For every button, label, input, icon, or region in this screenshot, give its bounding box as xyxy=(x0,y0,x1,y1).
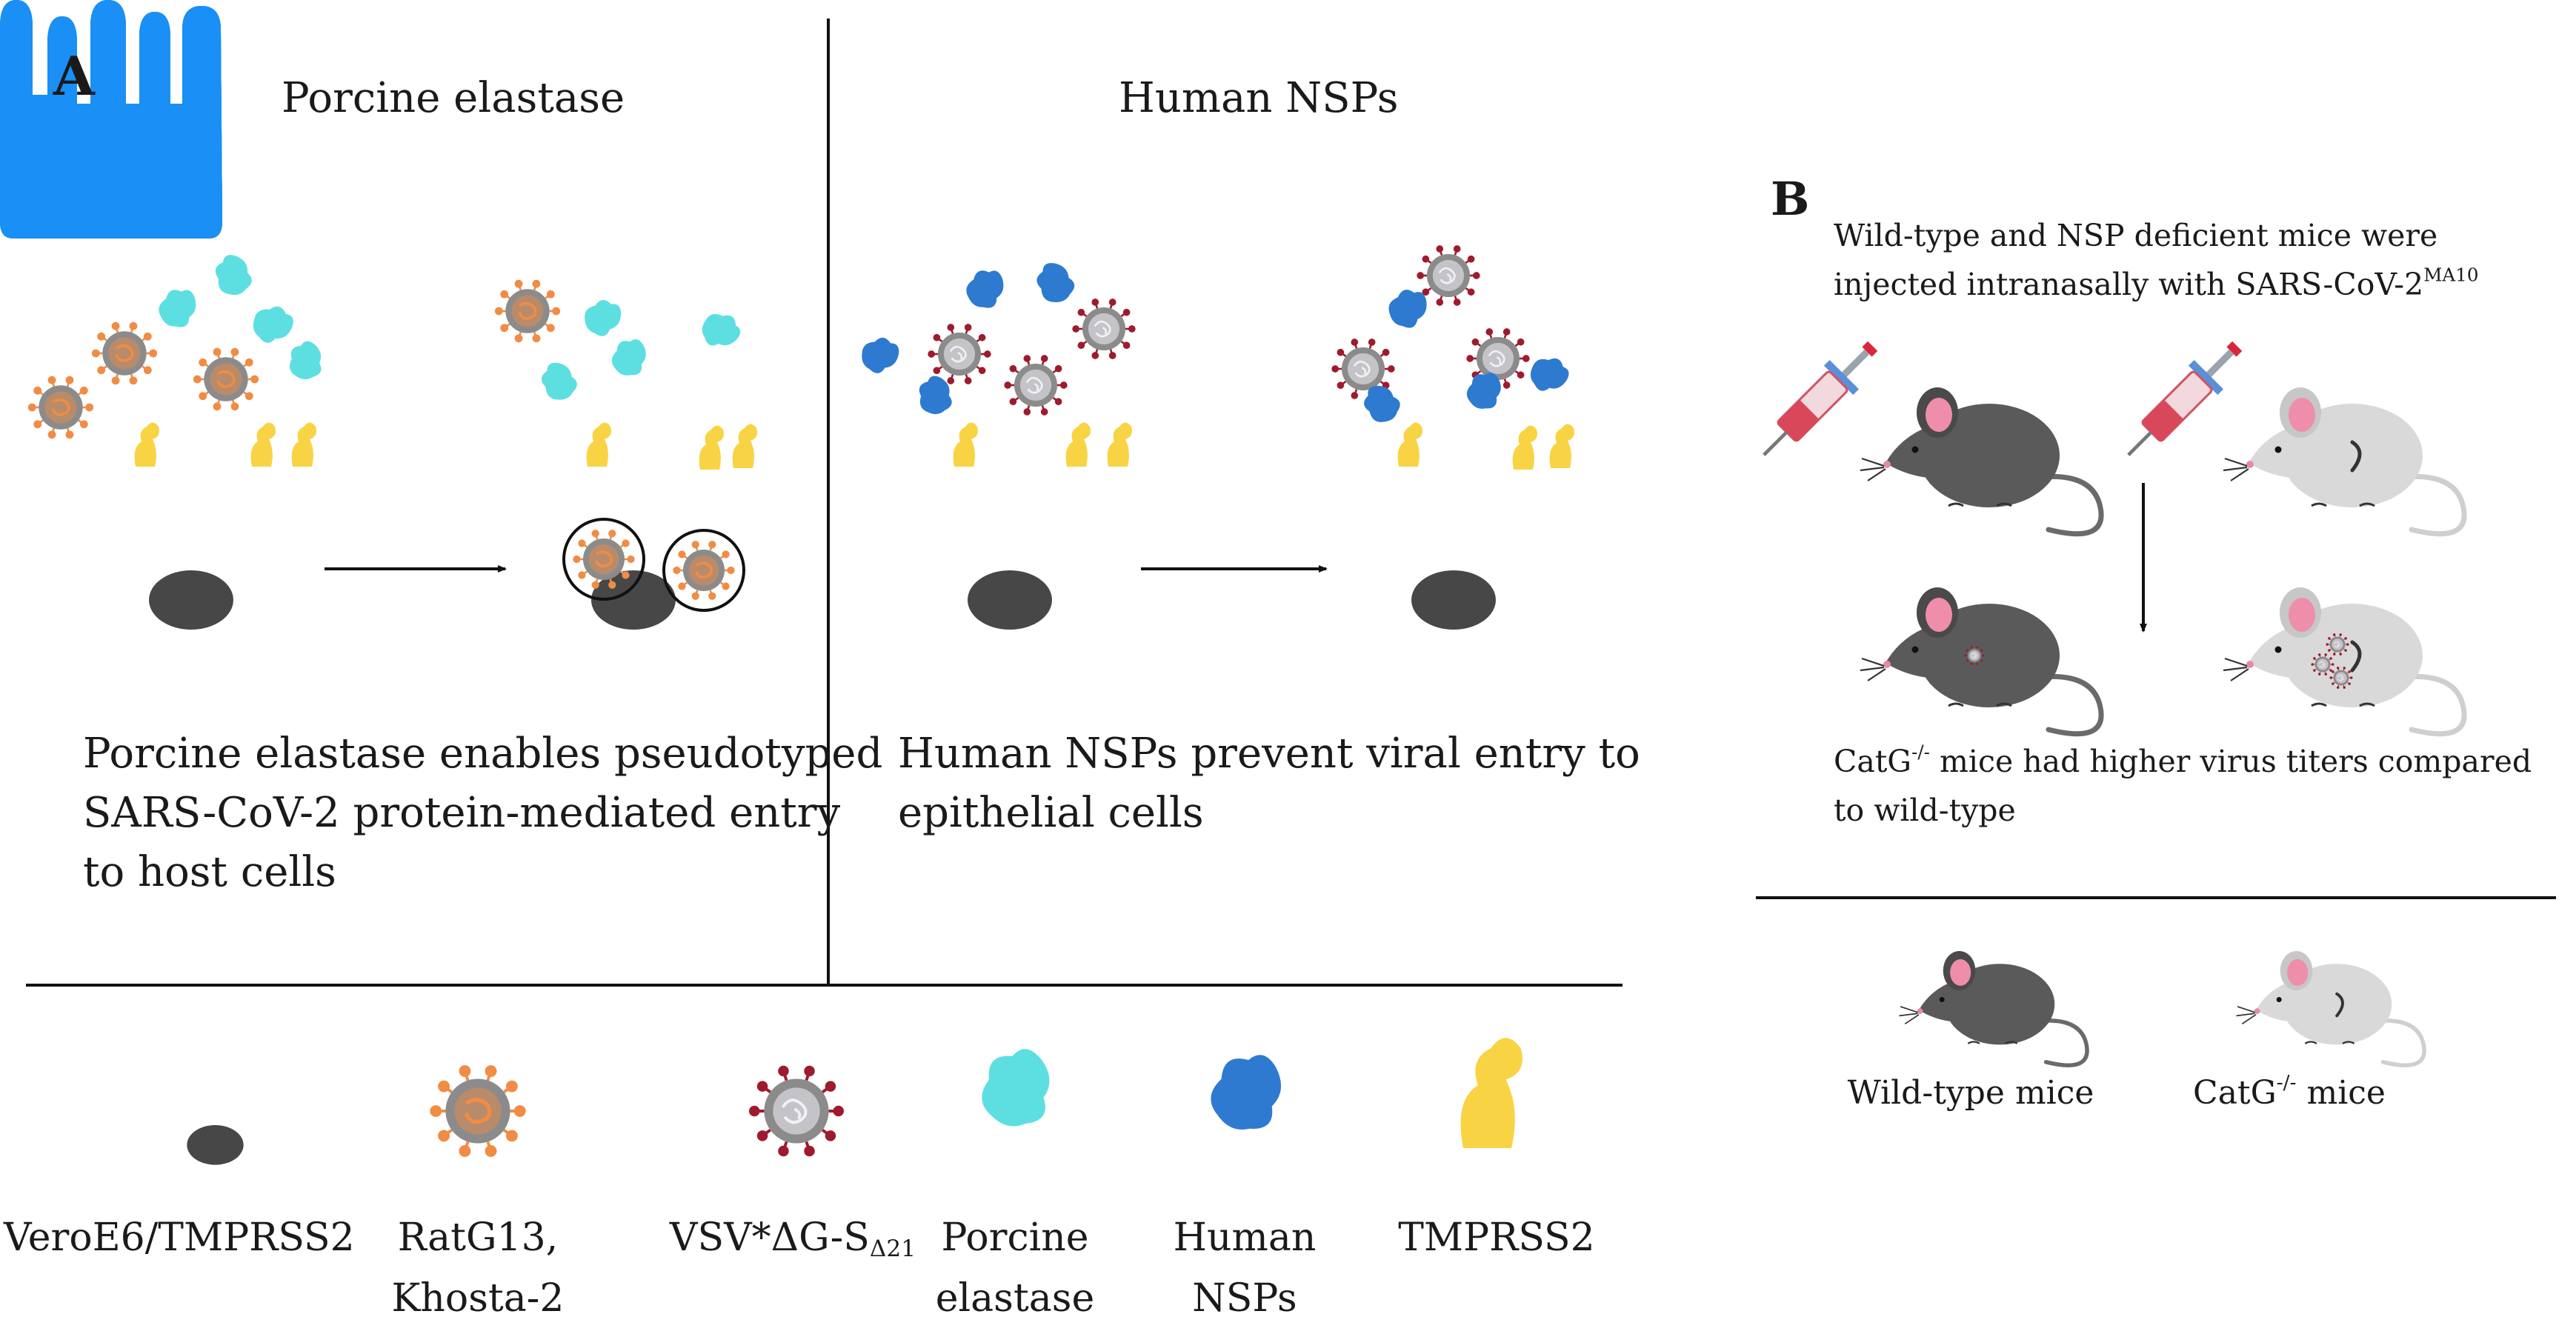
internalized-virus xyxy=(573,530,635,589)
panel-b-result-knockout-sup: -/- xyxy=(1911,741,1930,763)
ma10-superscript: MA10 xyxy=(2423,264,2479,286)
legend-catg-mouse-icon xyxy=(2236,951,2426,1067)
human-nsp-molecule xyxy=(862,337,899,373)
virus-particle xyxy=(1331,338,1395,399)
panel-b-intro-line1: Wild-type and NSP deficient mice were xyxy=(1834,218,2438,253)
syringe-icon-catg xyxy=(2127,341,2243,456)
endosome-right xyxy=(662,529,745,612)
tmprss2-protein xyxy=(699,425,724,470)
panel-b-result: CatG-/- mice had higher virus titers com… xyxy=(1834,737,2532,835)
human-nsp-molecule xyxy=(1388,290,1427,328)
wildtype-mouse-injected xyxy=(1860,387,2104,537)
legend-tmprss2-icon xyxy=(1460,1038,1522,1148)
legend-porcine-elastase-icon xyxy=(982,1049,1050,1127)
legend-vsv-main: VSV*ΔG-S xyxy=(669,1215,870,1260)
virus-particle xyxy=(1004,355,1068,416)
human-nsp-molecule xyxy=(1036,263,1075,302)
virus-particle xyxy=(193,347,259,411)
legend-tmprss2-label: TMPRSS2 xyxy=(1398,1215,1595,1260)
endosome-left xyxy=(562,518,645,601)
panel-b-letter: B xyxy=(1771,172,1810,226)
human-nsp-molecule xyxy=(1530,358,1569,391)
virus-particle xyxy=(494,279,561,343)
panel-b-result-catg: CatG xyxy=(1834,744,1912,779)
nucleus xyxy=(968,570,1052,630)
legend-vero-cell-icon xyxy=(187,1125,244,1165)
tmprss2-protein xyxy=(953,422,978,467)
tmprss2-protein xyxy=(1397,422,1422,467)
human-nsp-molecule xyxy=(1364,385,1400,422)
syringe-icon-wildtype xyxy=(1763,341,1878,456)
legend-ratg13-label: RatG13, Khosta-2 xyxy=(391,1215,565,1321)
porcine-elastase-molecule xyxy=(611,338,646,376)
panel-b-result-line2: to wild-type xyxy=(1834,793,2016,828)
porcine-elastase-molecule xyxy=(215,255,252,296)
human-nsp-molecule xyxy=(919,376,952,415)
legend-wildtype-mouse-icon xyxy=(1899,951,2089,1067)
legend-catg-post: mice xyxy=(2296,1074,2386,1112)
panel-b-intro-line2: injected intranasally with SARS-CoV-2 xyxy=(1834,267,2424,302)
lung-virus-particle xyxy=(2326,633,2349,656)
lung-virus-particle xyxy=(2311,653,2334,676)
porcine-elastase-molecule xyxy=(702,313,741,346)
human-nsps-caption: Human NSPs prevent viral entry to epithe… xyxy=(898,730,1640,837)
porcine-elastase-molecule xyxy=(253,306,293,343)
panel-a-letter: A xyxy=(53,44,95,107)
tmprss2-protein xyxy=(1512,425,1537,470)
catg-mouse-infected xyxy=(2223,587,2467,737)
human-nsp-molecule xyxy=(966,270,1004,308)
legend-human-nsp-icon xyxy=(1211,1055,1281,1130)
legend-vsv-virus-icon xyxy=(748,1065,845,1157)
legend-porcine-elastase-label: Porcine elastase xyxy=(935,1215,1095,1321)
porcine-elastase-molecule xyxy=(585,300,622,336)
internalized-virus xyxy=(673,541,735,600)
panel-b-result-text: mice had higher virus titers compared xyxy=(1929,744,2532,779)
tmprss2-protein xyxy=(1107,422,1132,467)
tmprss2-protein xyxy=(291,422,316,467)
lung-virus-particle xyxy=(1964,646,1985,665)
porcine-elastase-caption: Porcine elastase enables pseudotyped SAR… xyxy=(83,730,883,896)
lung-virus-particle xyxy=(2329,667,2353,689)
tmprss2-protein xyxy=(1549,424,1574,468)
human-nsp-molecule xyxy=(1466,372,1501,409)
tmprss2-protein xyxy=(1065,422,1091,467)
nucleus xyxy=(149,570,233,630)
legend-catg-label: CatG-/- mice xyxy=(2163,1071,2415,1112)
virus-particle xyxy=(1466,328,1530,389)
tmprss2-protein xyxy=(134,422,159,467)
cell-after-nsps xyxy=(1411,570,1496,630)
legend-catg-text: CatG xyxy=(2193,1074,2277,1112)
tmprss2-protein xyxy=(586,422,611,467)
legend-wildtype-label: Wild-type mice xyxy=(1847,1074,2094,1112)
nucleus xyxy=(1411,570,1496,630)
porcine-elastase-molecule xyxy=(159,290,196,327)
catg-mouse-injected xyxy=(2223,387,2467,537)
panel-b-intro: Wild-type and NSP deficient mice were in… xyxy=(1834,211,2479,309)
human-nsps-title: Human NSPs xyxy=(1119,74,1399,122)
porcine-elastase-title: Porcine elastase xyxy=(282,74,625,122)
tmprss2-protein xyxy=(250,422,276,467)
nucleus xyxy=(187,1125,244,1165)
cell-before-nsps xyxy=(968,570,1052,630)
virus-particle xyxy=(928,324,991,384)
tmprss2-protein xyxy=(732,424,757,468)
cell-before-elastase xyxy=(149,570,233,630)
legend-ratg13-virus-icon xyxy=(430,1065,526,1157)
legend-catg-sup: -/- xyxy=(2276,1071,2297,1095)
porcine-elastase-molecule xyxy=(289,341,322,380)
virus-particle xyxy=(1417,245,1480,306)
virus-particle xyxy=(1072,299,1136,359)
wildtype-mouse-infected xyxy=(1860,587,2104,737)
legend-vero-cell-label: VeroE6/TMPRSS2 xyxy=(4,1215,355,1260)
cell-body xyxy=(0,0,222,239)
legend-vsv-subscript: Δ21 xyxy=(869,1235,916,1262)
porcine-elastase-molecule xyxy=(541,362,577,400)
legend-human-nsps-label: Human NSPs xyxy=(1173,1215,1317,1321)
legend-vsv-label: VSV*ΔG-SΔ21 xyxy=(630,1207,956,1268)
virus-particle xyxy=(27,376,94,439)
virus-particle xyxy=(91,321,158,385)
